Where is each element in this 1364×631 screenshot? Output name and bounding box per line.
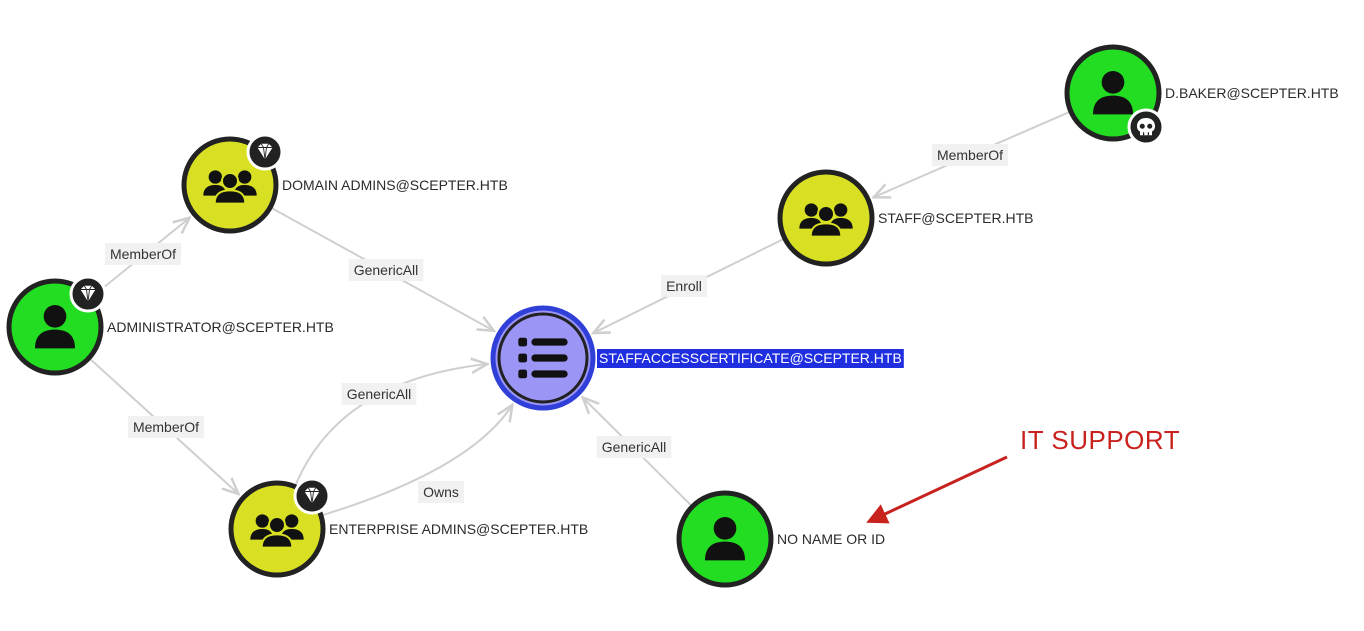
node-label[interactable]: STAFFACCESSCERTIFICATE@SCEPTER.HTB	[599, 350, 902, 366]
edge-noname-to-cert[interactable]: GenericAll	[583, 397, 692, 506]
edge-label-bg	[596, 436, 672, 458]
edge-domainadmins-to-cert[interactable]: GenericAll	[271, 207, 494, 331]
edge-label: Owns	[423, 484, 459, 500]
node-label[interactable]: ADMINISTRATOR@SCEPTER.HTB	[107, 319, 334, 335]
edge-label-bg	[931, 144, 1009, 166]
selected-label-highlight	[597, 349, 904, 368]
node-domainadmins[interactable]: DOMAIN ADMINS@SCEPTER.HTB	[181, 133, 508, 234]
edge-label-bg	[661, 275, 707, 297]
annotation-arrow	[866, 455, 1008, 524]
node-label[interactable]: D.BAKER@SCEPTER.HTB	[1165, 85, 1339, 101]
annotation-text: IT SUPPORT	[1020, 425, 1180, 455]
edge-label: GenericAll	[347, 386, 412, 402]
node-label[interactable]: ENTERPRISE ADMINS@SCEPTER.HTB	[329, 521, 588, 537]
node-administrator[interactable]: ADMINISTRATOR@SCEPTER.HTB	[6, 275, 334, 376]
node-label[interactable]: NO NAME OR ID	[777, 531, 885, 547]
node-enterpriseadmins[interactable]: ENTERPRISE ADMINS@SCEPTER.HTB	[228, 477, 588, 578]
edges-layer: MemberOfEnrollMemberOfMemberOfGenericAll…	[89, 111, 1070, 516]
edge-label-bg	[418, 481, 464, 503]
edge-label-bg	[348, 259, 424, 281]
nodes-layer: D.BAKER@SCEPTER.HTB STAFF@SCEPTER.HTB DOMA…	[6, 44, 1339, 588]
node-staff[interactable]: STAFF@SCEPTER.HTB	[777, 169, 1034, 267]
edge-enterpriseadmins-to-cert[interactable]: GenericAll	[294, 364, 488, 486]
edge-dbaker-to-staff[interactable]: MemberOf	[874, 111, 1070, 197]
edge-enterpriseadmins-to-cert[interactable]: Owns	[322, 405, 513, 516]
edge-line[interactable]	[322, 405, 513, 516]
node-inner-ring	[497, 312, 589, 404]
edge-label-bg	[341, 383, 417, 405]
edge-administrator-to-domainadmins[interactable]: MemberOf	[91, 218, 189, 298]
edge-label: GenericAll	[354, 262, 419, 278]
it-support-annotation: IT SUPPORT	[866, 425, 1180, 524]
edge-label: GenericAll	[602, 439, 667, 455]
edge-label: MemberOf	[133, 419, 199, 435]
edge-label-bg	[104, 243, 182, 265]
node-cert[interactable]: STAFFACCESSCERTIFICATE@SCEPTER.HTB	[490, 305, 904, 411]
edge-line[interactable]	[294, 364, 488, 486]
edge-label: MemberOf	[110, 246, 176, 262]
node-noname[interactable]: NO NAME OR ID	[676, 490, 885, 588]
node-dbaker[interactable]: D.BAKER@SCEPTER.HTB	[1064, 44, 1339, 146]
edge-label: MemberOf	[937, 147, 1003, 163]
edge-administrator-to-enterpriseadmins[interactable]: MemberOf	[89, 358, 239, 494]
node-label[interactable]: DOMAIN ADMINS@SCEPTER.HTB	[282, 177, 508, 193]
node-label[interactable]: STAFF@SCEPTER.HTB	[878, 210, 1034, 226]
edge-label: Enroll	[666, 278, 702, 294]
cert-template-icon	[518, 337, 568, 379]
edge-label-bg	[127, 416, 205, 438]
edge-staff-to-cert[interactable]: Enroll	[593, 238, 784, 333]
